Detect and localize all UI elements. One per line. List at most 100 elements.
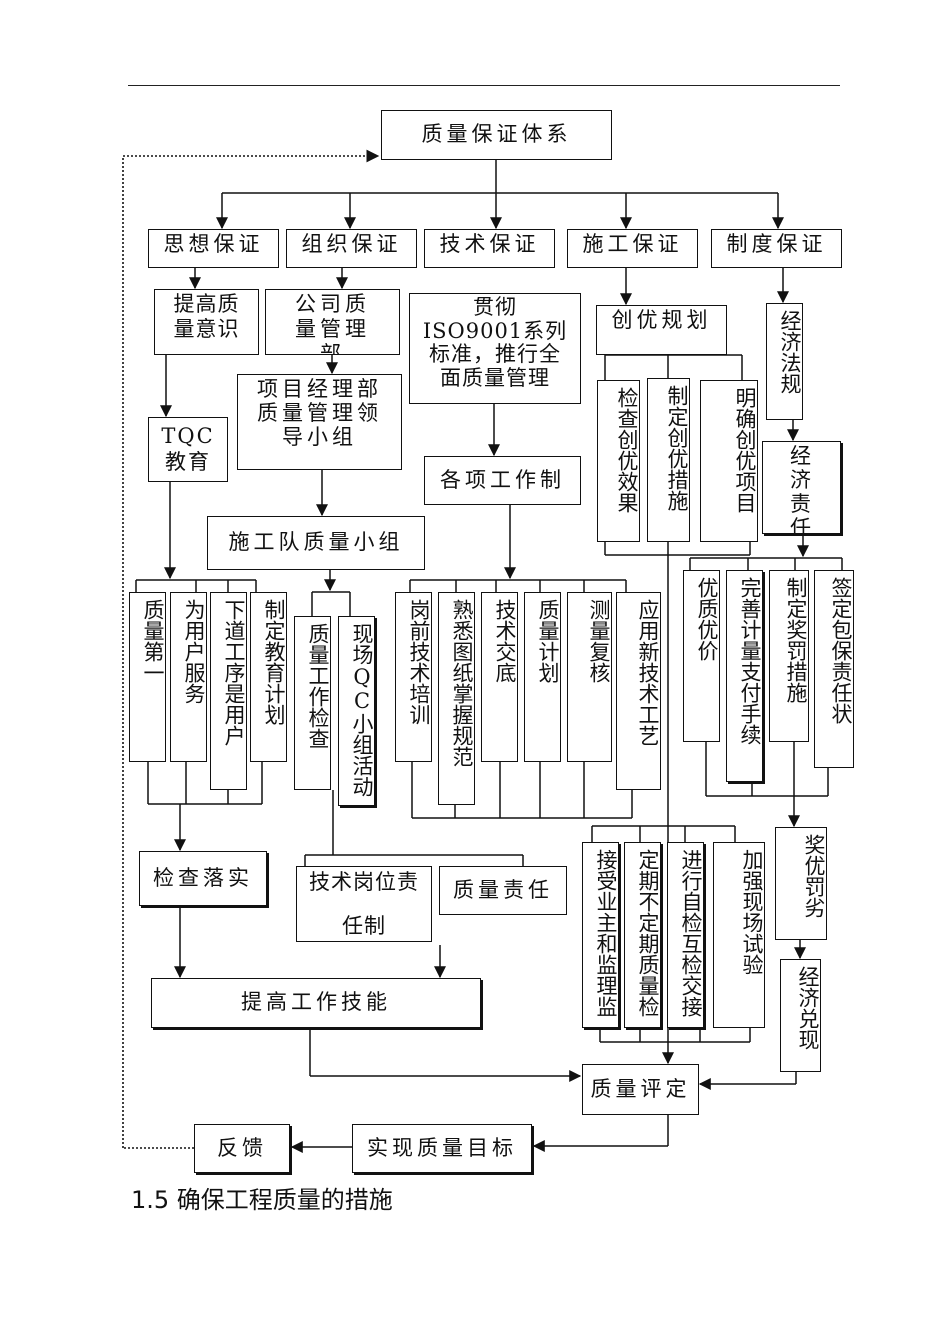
root-label: 质量保证体系 [421,122,572,147]
item-label: 为用户服务 [182,599,206,704]
item-new-technology: 应用新技术工艺 [616,592,661,790]
item-serve-users: 为用户服务 [170,592,207,762]
root-node: 质量保证体系 [381,110,612,160]
item-owner-supervision: 接受业主和监理监 [582,842,619,1028]
node-project-leadership-group: 项目经理部质量管理领导小组 [237,374,402,470]
item-label: 明确创优项目 [733,387,757,513]
page-header-rule [128,85,840,86]
item-label: 现场QC小组活动 [350,623,374,797]
node-economic-law: 经济法规 [766,303,803,420]
node-iso9001: 贯彻 ISO9001系列标准，推行全面质量管理 [409,293,581,404]
node-technical-post-responsibility: 技术岗位责任制 [296,866,432,942]
item-survey-recheck: 测量复核 [567,592,612,762]
item-quality-price: 优质优价 [683,570,720,742]
item-label: 接受业主和监理监 [594,849,618,1017]
node-raise-awareness: 提高质量意识 [154,289,259,355]
category-construction: 施工保证 [567,229,698,268]
node-label: 提高质量意识 [173,292,240,342]
item-responsibility-contract: 签定包保责任状 [814,570,854,768]
node-feedback: 反馈 [194,1124,290,1173]
node-label: 项目经理部质量管理领导小组 [257,377,382,450]
item-label: 技术交底 [493,599,517,683]
item-technical-briefing: 技术交底 [481,592,518,762]
item-qc-activities: 现场QC小组活动 [338,616,375,806]
item-label: 下道工序是用户 [222,599,246,746]
item-site-testing: 加强现场试验 [713,842,765,1028]
item-measurement-payment: 完善计量支付手续 [726,570,763,782]
node-label: 奖优罚劣 [802,834,826,918]
node-label: 经济责任制 [790,444,813,534]
item-quality-plan: 质量计划 [524,592,561,762]
node-label: 创优规划 [611,308,712,332]
section-caption: 1.5 确保工程质量的措施 [131,1186,393,1214]
node-quality-responsibility: 质量责任 [439,866,567,915]
node-reward-excellence: 奖优罚劣 [775,827,827,940]
category-institutional: 制度保证 [711,229,842,268]
category-technical: 技术保证 [424,229,555,268]
item-label: 签定包保责任状 [829,577,853,724]
item-label: 质量计划 [536,599,560,683]
item-label: 检查创优效果 [615,387,639,513]
item-label: 岗前技术培训 [407,599,431,725]
node-label: 公司质量管理部 [295,292,370,355]
item-label: 制定教育计划 [262,599,286,725]
node-label: 质量评定 [590,1076,691,1101]
item-label: 进行自检互检交接 [679,849,703,1017]
item-label: 优质优价 [695,577,719,661]
node-work-systems: 各项工作制 [424,456,581,505]
node-label: 实现质量目标 [367,1135,517,1160]
item-label: 熟悉图纸掌握规范 [450,599,474,767]
item-drawing-familiarization: 熟悉图纸掌握规范 [438,592,475,805]
node-quality-goal: 实现质量目标 [352,1124,532,1173]
item-label: 制定创优措施 [665,385,689,511]
category-label: 制度保证 [726,232,827,256]
item-quality-inspection: 质量工作检查 [294,616,331,790]
node-label: 各项工作制 [440,467,565,492]
category-ideological: 思想保证 [148,229,279,268]
node-label: 提高工作技能 [241,990,391,1015]
node-economic-cash: 经济兑现 [780,959,821,1072]
item-label: 质量工作检查 [306,623,330,749]
node-label: 技术岗位责任制 [309,869,419,938]
item-self-mutual-check: 进行自检互检交接 [667,842,704,1028]
node-excellence-plan: 创优规划 [596,305,727,355]
node-label: 质量责任 [453,877,553,902]
node-economic-responsibility: 经济责任制 [762,441,841,534]
node-label: 经济兑现 [796,966,820,1050]
node-label: 施工队质量小组 [228,530,404,555]
node-label: 检查落实 [153,865,253,890]
node-label: 贯彻 ISO9001系列标准，推行全面质量管理 [422,295,568,390]
item-label: 加强现场试验 [740,849,764,975]
item-label: 定期不定期质量检 [636,849,660,1017]
node-team-quality-group: 施工队质量小组 [207,516,425,570]
item-excellence-projects: 明确创优项目 [700,380,758,542]
category-label: 技术保证 [439,232,540,256]
item-label: 测量复核 [587,599,611,683]
category-label: 施工保证 [582,232,683,256]
item-excellence-measures: 制定创优措施 [647,378,690,542]
node-improve-work-skills: 提高工作技能 [151,978,481,1028]
node-company-quality-dept: 公司质量管理部 [265,289,400,355]
item-quality-first: 质量第一 [129,592,166,762]
item-pre-job-training: 岗前技术培训 [395,592,432,762]
node-tqc-education: TQC教育 [148,417,228,482]
item-label: 制定奖罚措施 [784,577,808,703]
item-label: 质量第一 [141,599,165,683]
node-label: 反馈 [217,1135,267,1160]
node-label: TQC教育 [161,424,215,474]
node-quality-evaluation: 质量评定 [582,1064,699,1115]
item-label: 应用新技术工艺 [636,599,660,746]
node-label: 经济法规 [778,310,802,394]
category-label: 组织保证 [301,232,402,256]
category-label: 思想保证 [163,232,264,256]
item-reward-penalty-measures: 制定奖罚措施 [769,570,809,742]
item-periodic-quality-check: 定期不定期质量检 [624,842,661,1028]
node-inspection: 检查落实 [139,851,267,906]
item-education-plan: 制定教育计划 [250,592,287,762]
category-organizational: 组织保证 [286,229,417,268]
item-check-excellence-results: 检查创优效果 [597,380,640,542]
item-label: 完善计量支付手续 [738,577,762,745]
item-next-process-user: 下道工序是用户 [210,592,247,790]
